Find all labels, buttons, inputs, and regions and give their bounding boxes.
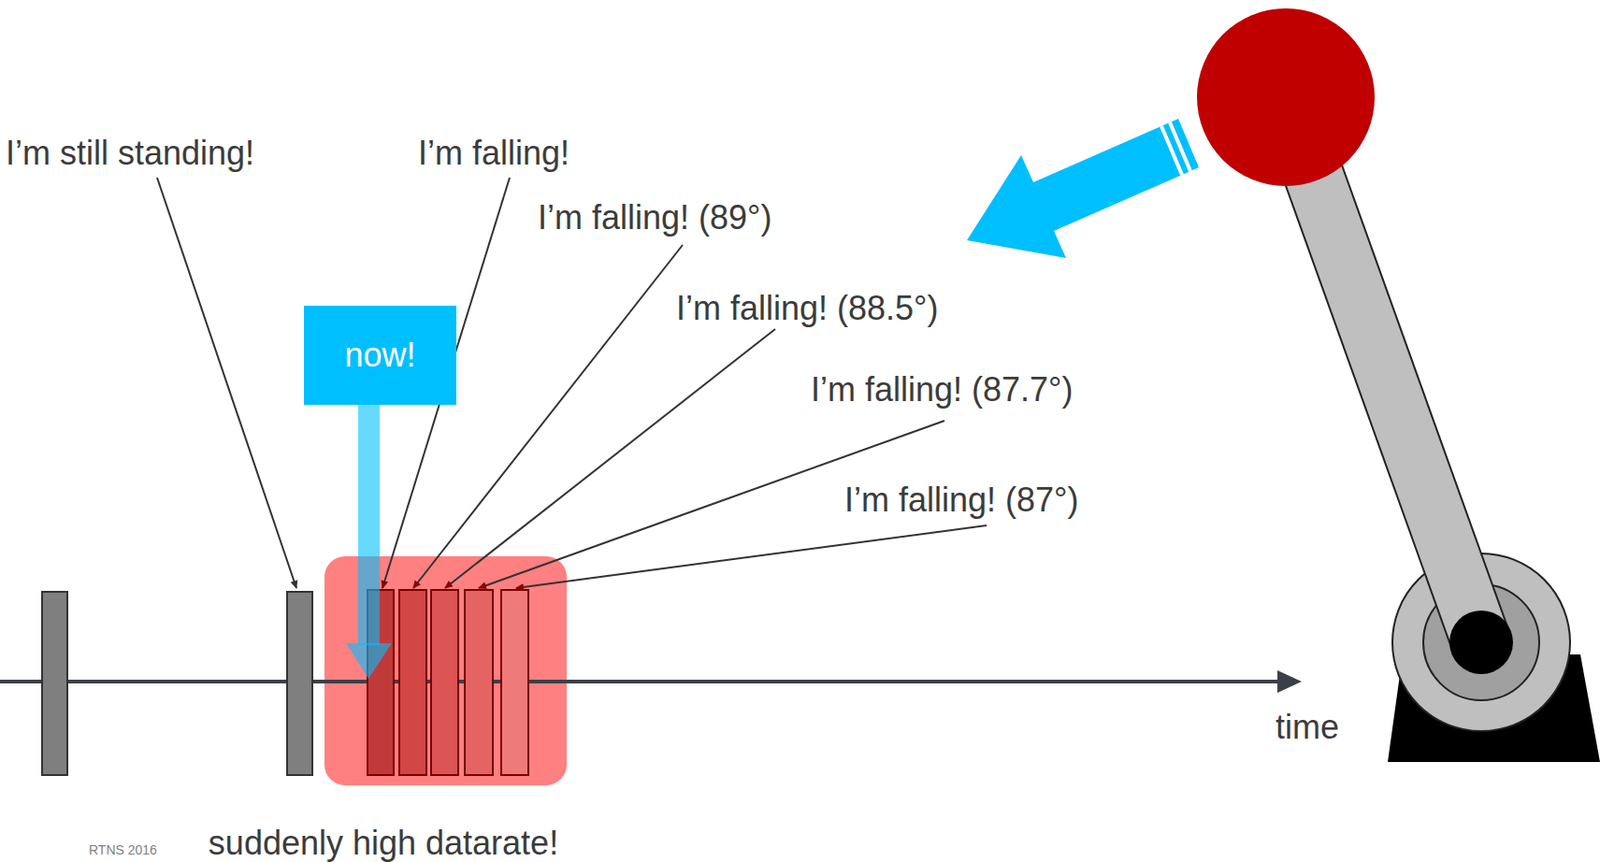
message-bar — [287, 591, 313, 776]
message-bar — [399, 590, 427, 776]
message-label: I’m falling! (88.5°) — [676, 288, 939, 328]
now-box: now! — [303, 305, 457, 405]
motion-stripe — [1169, 122, 1191, 172]
motion-arrow — [966, 118, 1199, 259]
message-bar — [431, 590, 459, 776]
region-caption: suddenly high datarate! — [208, 823, 559, 862]
message-label: I’m falling! — [418, 133, 570, 173]
footer-note: RTNS 2016 — [88, 842, 158, 858]
message-label: I’m falling! (87.7°) — [810, 370, 1074, 409]
pivot-axle — [1449, 610, 1514, 675]
leader-line — [413, 245, 683, 589]
box-label: now! — [344, 335, 416, 375]
time-axis — [0, 679, 1282, 684]
axis-label: time — [1275, 707, 1340, 747]
pendulum-bob — [1196, 8, 1375, 187]
leader-line — [157, 177, 297, 589]
message-bar — [464, 590, 493, 776]
time-axis-head — [1277, 670, 1302, 693]
message-label: I’m still standing! — [5, 133, 255, 173]
now-arrow-head — [345, 643, 392, 679]
message-bar — [42, 591, 68, 776]
now-arrow — [358, 404, 380, 646]
high-rate-region: suddenly high datarate! — [324, 556, 567, 786]
message-bar — [501, 590, 529, 776]
leader-line — [516, 525, 987, 589]
message-label: I’m falling! (89°) — [537, 198, 772, 237]
leader-line — [445, 329, 776, 589]
message-label: I’m falling! (87°) — [844, 480, 1079, 519]
motion-stripe — [1161, 126, 1182, 175]
